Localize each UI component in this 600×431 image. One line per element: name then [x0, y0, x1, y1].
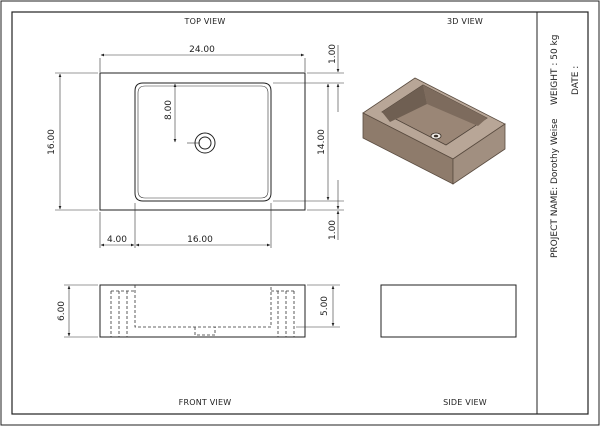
- top-view: 24.00 16.00 8.00 1.00 14.00 1.00 4.00 16…: [47, 44, 344, 248]
- dim-drain-offset: 8.00: [164, 100, 174, 120]
- sheet-inner-border: [11, 11, 589, 415]
- top-outer-outline: [99, 72, 306, 211]
- date-text: DATE :: [571, 66, 581, 95]
- front-view: 6.00 5.00: [57, 284, 340, 338]
- dim-inner-height: 14.00: [317, 129, 327, 155]
- iso-drain-center: [433, 134, 439, 138]
- dim-left-offset: 4.00: [107, 235, 127, 245]
- dim-top-height: 16.00: [47, 129, 57, 155]
- 3d-view: [362, 77, 506, 185]
- iso-basin-back-wall: [382, 85, 427, 122]
- front-view-label: FRONT VIEW: [179, 398, 232, 407]
- iso-side-face: [452, 123, 506, 185]
- iso-basin-side-wall: [423, 85, 487, 126]
- front-basin-hidden-line: [134, 285, 272, 328]
- side-view-label: SIDE VIEW: [443, 398, 487, 407]
- dim-rim-top: 1.00: [328, 44, 338, 64]
- top-view-label: TOP VIEW: [184, 17, 226, 26]
- front-drain-hidden-line: [194, 327, 216, 336]
- front-outer-outline: [99, 284, 306, 338]
- dim-rim-bottom: 1.00: [328, 220, 338, 240]
- dim-front-depth: 5.00: [320, 296, 330, 316]
- dim-front-height: 6.00: [57, 301, 67, 321]
- dim-top-width: 24.00: [189, 45, 215, 55]
- 3d-view-label: 3D VIEW: [447, 17, 483, 26]
- side-view: [380, 284, 517, 338]
- top-basin-outline: [134, 82, 272, 202]
- weight-text: WEIGHT : 50 kg: [550, 35, 560, 105]
- project-name-text: PROJECT NAME: Dorothy Weise: [550, 118, 560, 258]
- dim-inner-width: 16.00: [187, 235, 213, 245]
- side-outer-outline: [380, 284, 517, 338]
- top-basin-inner-edge: [137, 85, 269, 199]
